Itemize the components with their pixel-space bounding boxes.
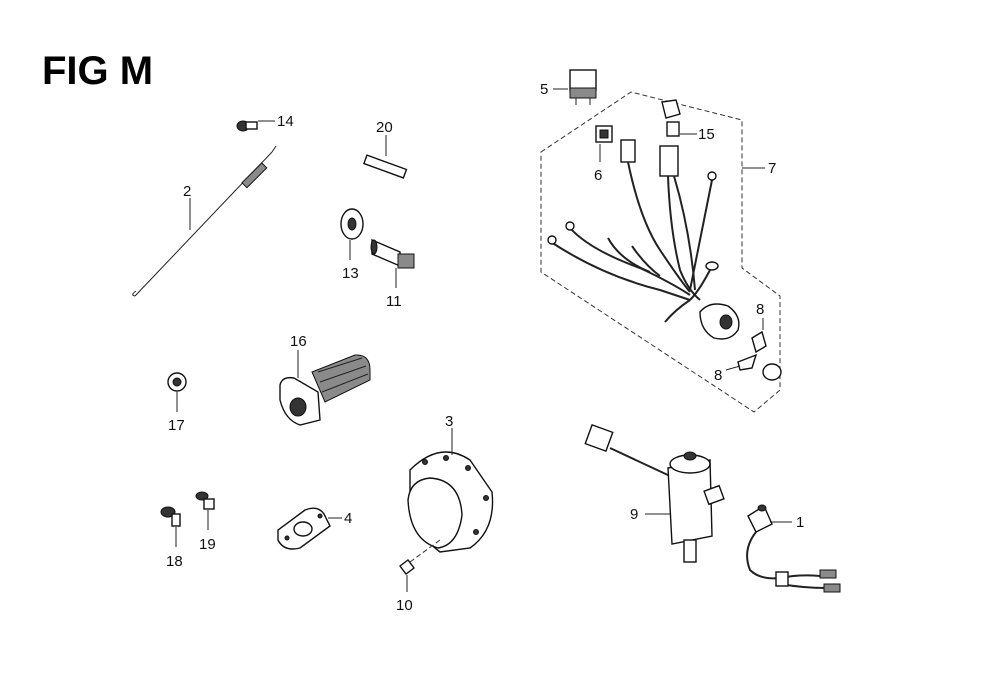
callout-18: 18 bbox=[166, 553, 183, 570]
part-19-screw bbox=[195, 491, 215, 510]
callout-14: 14 bbox=[277, 113, 294, 130]
callout-6: 6 bbox=[594, 167, 602, 184]
callout-20: 20 bbox=[376, 119, 393, 136]
part-11-fitting bbox=[370, 238, 415, 269]
part-2-rod bbox=[132, 145, 277, 297]
callout-8b: 8 bbox=[714, 367, 722, 384]
part-18-screw bbox=[160, 506, 181, 527]
part-9-solenoid bbox=[584, 423, 725, 563]
leader-8b bbox=[725, 365, 741, 371]
part-17-nut bbox=[167, 372, 187, 392]
part-5-relay bbox=[569, 69, 597, 105]
part-4-gasket bbox=[277, 507, 331, 550]
figure-title: FIG M bbox=[42, 49, 153, 93]
callout-7: 7 bbox=[768, 160, 776, 177]
part-1-sensor bbox=[746, 504, 841, 593]
callout-16: 16 bbox=[290, 333, 307, 350]
callout-19: 19 bbox=[199, 536, 216, 553]
part-15-cap bbox=[661, 99, 681, 137]
part-7-harness bbox=[547, 139, 740, 340]
part-14-bolt bbox=[236, 120, 258, 132]
callout-13: 13 bbox=[342, 265, 359, 282]
part-8-washers bbox=[737, 330, 782, 381]
callout-15: 15 bbox=[698, 126, 715, 143]
part-10-screw bbox=[399, 559, 415, 575]
callout-1: 1 bbox=[796, 514, 804, 531]
callout-3: 3 bbox=[445, 413, 453, 430]
callout-8a: 8 bbox=[756, 301, 764, 318]
part-16-intake bbox=[279, 354, 371, 426]
part-20-pin bbox=[363, 154, 408, 179]
callout-2: 2 bbox=[183, 183, 191, 200]
callout-4: 4 bbox=[344, 510, 352, 527]
part-13-washer bbox=[340, 208, 364, 240]
callout-10: 10 bbox=[396, 597, 413, 614]
part-3-cover bbox=[407, 451, 494, 553]
callout-5: 5 bbox=[540, 81, 548, 98]
callout-17: 17 bbox=[168, 417, 185, 434]
part-6-connector bbox=[595, 125, 613, 143]
callout-9: 9 bbox=[630, 506, 638, 523]
callout-11: 11 bbox=[386, 293, 402, 310]
leader-10-dash bbox=[409, 539, 441, 563]
